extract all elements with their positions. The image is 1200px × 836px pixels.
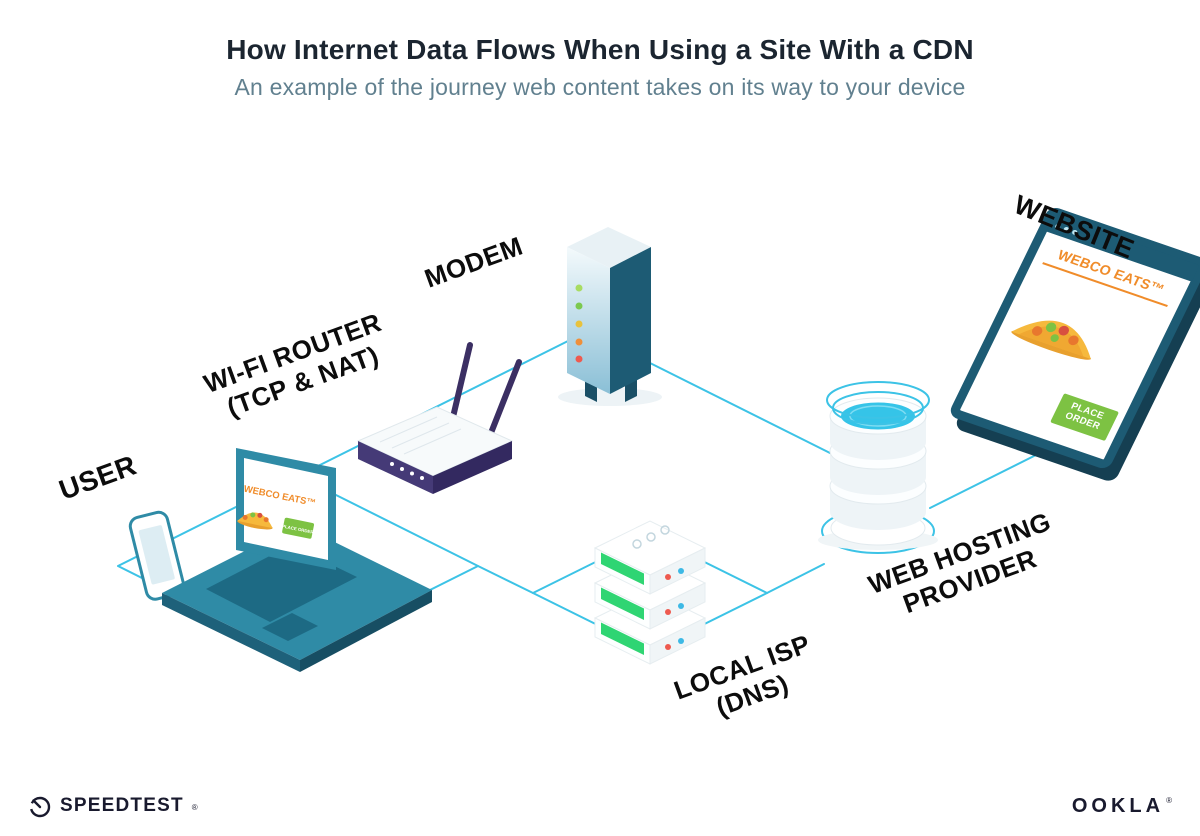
ookla-logo: OOKLA ® — [1072, 795, 1172, 818]
website-browser: WEBCO EATS™ PLACE ORDER — [947, 205, 1200, 471]
header: How Internet Data Flows When Using a Sit… — [0, 34, 1200, 101]
speedtest-gauge-icon — [29, 796, 51, 818]
ookla-trademark: ® — [1166, 796, 1172, 805]
laptop-order-button — [282, 517, 315, 539]
router-antenna-right — [486, 359, 522, 441]
speedtest-wordmark: SPEEDTEST — [60, 795, 184, 816]
page-subtitle: An example of the journey web content ta… — [234, 74, 966, 100]
speedtest-logo: SPEEDTEST ® — [28, 794, 198, 818]
speedtest-trademark: ® — [191, 802, 198, 812]
user-device-illustration: WEBCO EATS™ PLACE ORDER — [128, 448, 432, 672]
place-order-button: PLACE ORDER — [1050, 393, 1119, 442]
taco-illustration — [1011, 320, 1091, 360]
ookla-wordmark: OOKLA — [1071, 795, 1165, 817]
laptop-order-text: PLACE ORDER — [282, 524, 315, 535]
browser-content: WEBCO EATS™ PLACE ORDER — [956, 240, 1186, 467]
isp-top-details — [632, 525, 670, 549]
laptop-trackpad — [262, 613, 318, 641]
page-title: How Internet Data Flows When Using a Sit… — [226, 34, 974, 65]
router-status-leds — [390, 462, 424, 480]
modem-status-leds — [575, 284, 583, 363]
router-illustration — [356, 342, 522, 494]
modem-illustration — [558, 227, 662, 406]
isp-server-illustration — [593, 520, 707, 665]
hosting-illustration — [818, 381, 938, 550]
phone-illustration — [128, 510, 186, 601]
